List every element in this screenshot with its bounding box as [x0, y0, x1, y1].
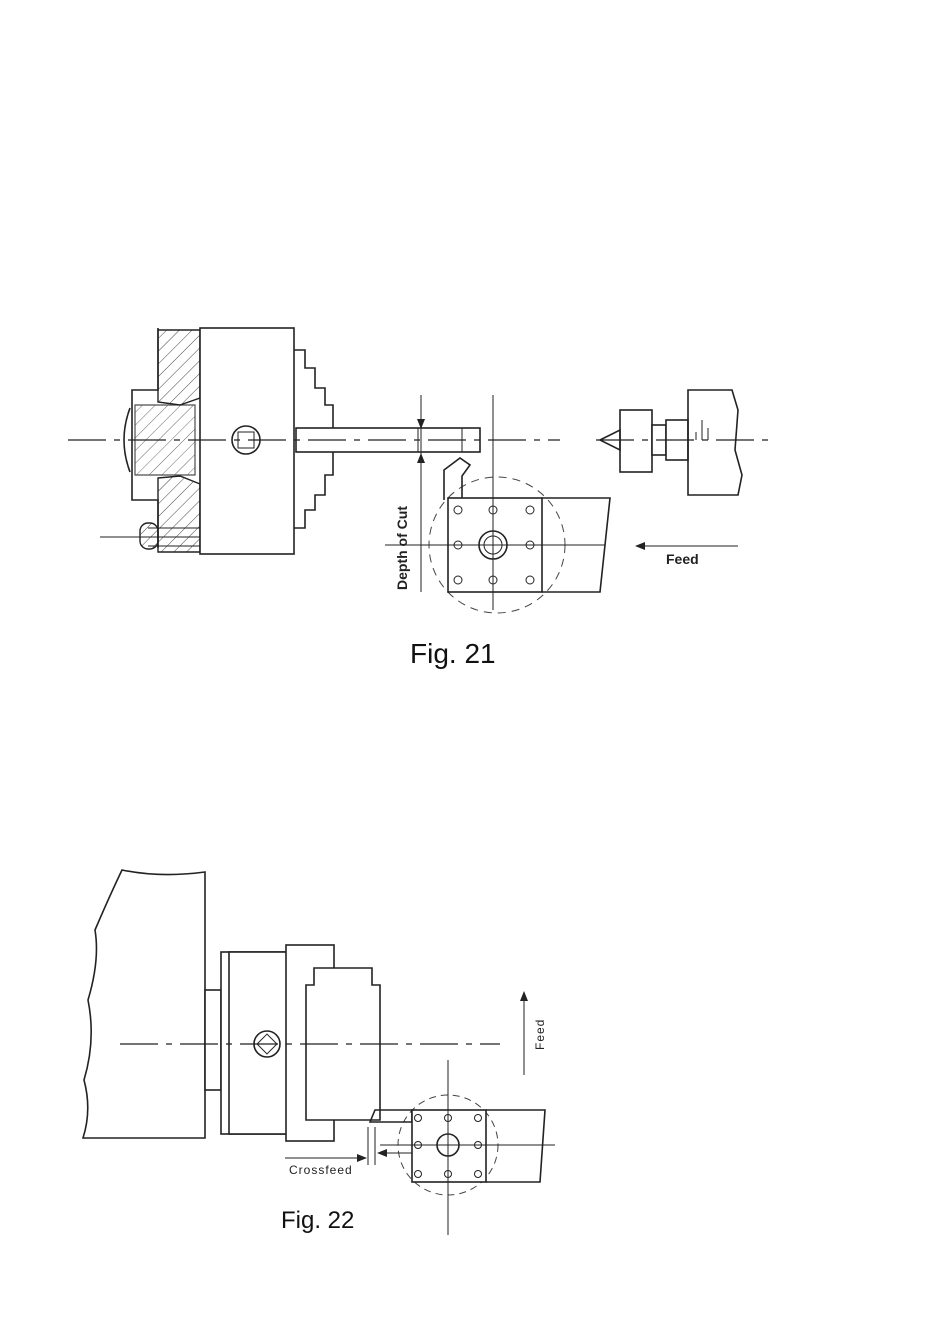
- spindle-flange: [205, 990, 221, 1090]
- tool-post-fig22: [368, 1060, 555, 1235]
- feed-label-fig21: Feed: [666, 551, 699, 567]
- depth-of-cut-label: Depth of Cut: [394, 506, 410, 590]
- figure-21-diagram: Depth of Cut Feed Fig. 21: [68, 328, 768, 669]
- feed-label-fig22: Feed: [533, 1019, 547, 1050]
- headstock-wall: [83, 870, 205, 1138]
- tailstock: [596, 390, 768, 495]
- chuck-fig22: [221, 945, 380, 1141]
- figure-22-diagram: Crossfeed Feed Fig. 22: [83, 870, 555, 1235]
- figure-21-caption: Fig. 21: [410, 638, 496, 669]
- figure-22-caption: Fig. 22: [281, 1207, 354, 1234]
- crossfeed-label: Crossfeed: [289, 1163, 353, 1177]
